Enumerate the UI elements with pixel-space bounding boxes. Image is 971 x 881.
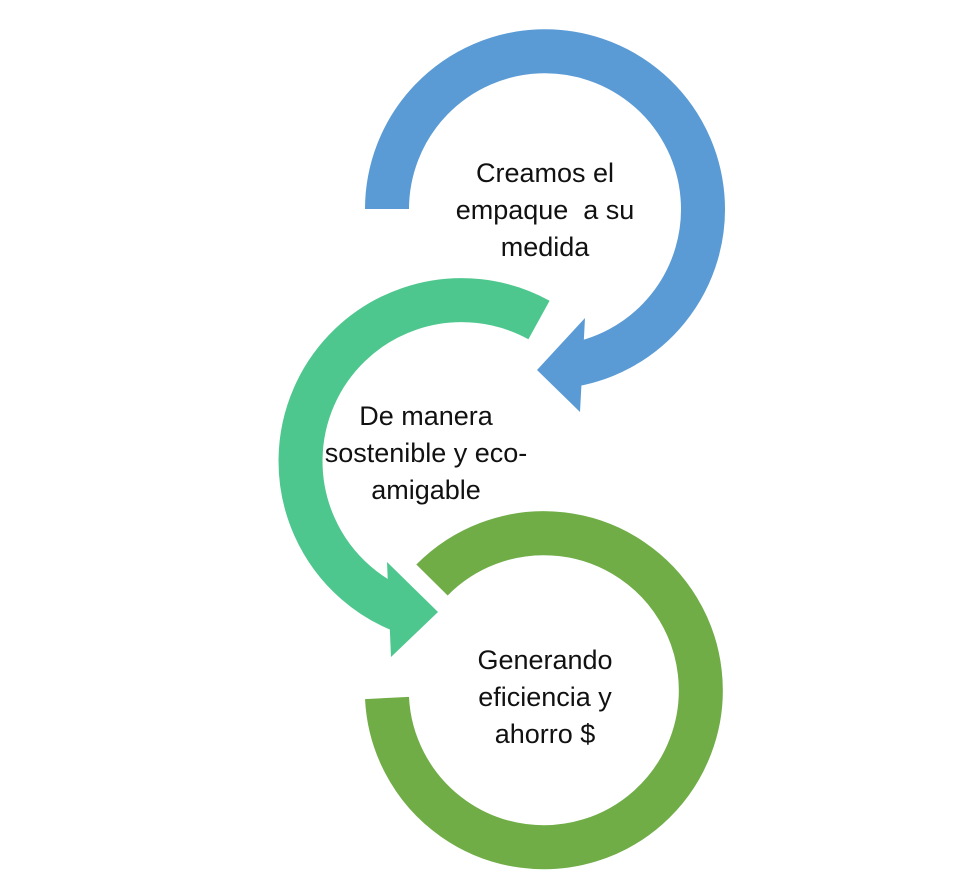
step-3-label-line: Generando	[477, 645, 613, 675]
step-3-label: Generando eficiencia y ahorro $	[395, 642, 695, 753]
step-3-label-line: ahorro $	[494, 719, 596, 749]
step-3-label-line: eficiencia y	[478, 682, 612, 712]
step-1-label-line: Creamos el	[475, 158, 615, 188]
step-1-label-line: medida	[500, 232, 590, 262]
step-3-arrow	[365, 511, 723, 870]
step-1-arrow	[365, 29, 725, 412]
step-3-arc	[365, 511, 723, 870]
step-1-arrowhead	[537, 318, 585, 412]
step-1-arc	[365, 29, 725, 388]
step-2-arrowhead	[387, 562, 438, 657]
step-2-label: De manera sostenible y eco- amigable	[276, 398, 576, 509]
step-2-arrow	[278, 278, 550, 657]
step-2-label-line: amigable	[371, 475, 481, 505]
step-1-label: Creamos el empaque a su medida	[395, 155, 695, 266]
step-2-label-line: sostenible y eco-	[324, 438, 528, 468]
step-1-label-line: empaque a su	[455, 195, 635, 225]
step-2-label-line: De manera	[359, 401, 493, 431]
step-2-arc	[278, 278, 550, 635]
